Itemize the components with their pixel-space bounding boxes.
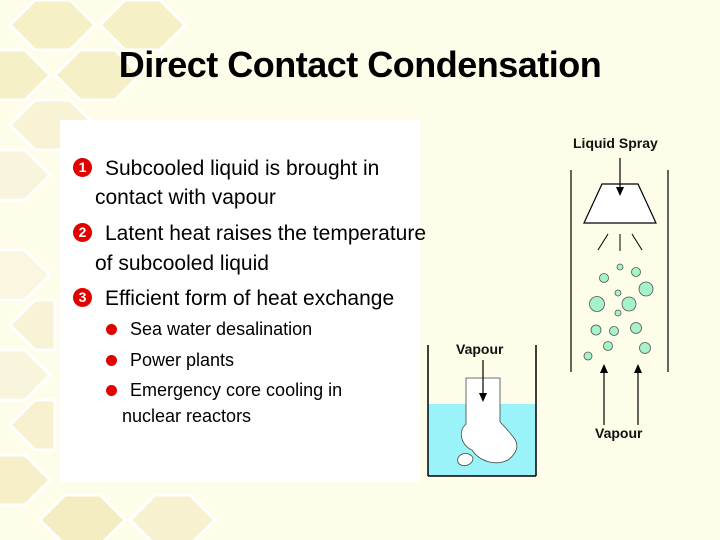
droplet	[603, 341, 613, 351]
application-2-label: Power plants	[130, 350, 235, 370]
droplet	[616, 263, 624, 271]
pool-vapour-arrowhead	[479, 393, 487, 402]
droplet	[609, 326, 619, 336]
droplet	[614, 309, 622, 317]
application-1-bullet	[106, 324, 117, 335]
droplet	[590, 324, 602, 336]
droplet	[621, 296, 637, 312]
point-1-line-1: Subcooled liquid is brought in	[105, 157, 380, 180]
droplet	[631, 267, 641, 277]
application-3-line-2: nuclear reactors	[122, 406, 252, 426]
pool-condensation-diagram	[427, 345, 537, 477]
point-1-number: 1	[73, 158, 92, 177]
droplet	[589, 296, 605, 312]
vapour-bubble	[457, 453, 474, 466]
spray-vapour-label: Vapour	[595, 425, 643, 441]
droplets	[583, 263, 654, 361]
pool-vapour-label: Vapour	[456, 341, 504, 357]
droplet	[583, 351, 593, 361]
application-3-bullet	[106, 385, 117, 396]
slide-title: Direct Contact Condensation	[118, 44, 602, 85]
droplet	[638, 281, 654, 297]
content-panel	[60, 120, 420, 482]
spray-jet-right	[631, 233, 643, 251]
application-2-bullet	[106, 355, 117, 366]
droplet	[630, 322, 642, 334]
point-3-line-1: Efficient form of heat exchange	[105, 287, 395, 310]
point-2-line-2: of subcooled liquid	[95, 252, 269, 275]
spray-vapour-arrowhead-left	[600, 364, 608, 373]
spray-jet-left	[597, 233, 609, 251]
droplet	[639, 342, 651, 354]
spray-vapour-arrowhead-right	[634, 364, 642, 373]
point-3-number: 3	[73, 288, 92, 307]
application-3-line-1: Emergency core cooling in	[130, 380, 343, 400]
liquid-spray-label: Liquid Spray	[573, 135, 658, 151]
spray-condensation-diagram	[570, 158, 669, 425]
droplet	[614, 289, 622, 297]
point-2-line-1: Latent heat raises the temperature	[105, 222, 427, 245]
spray-nozzle	[583, 183, 657, 224]
spray-feed-arrowhead	[616, 187, 624, 196]
droplet	[599, 273, 609, 283]
application-1-label: Sea water desalination	[130, 319, 313, 339]
vapour-plume	[460, 377, 518, 464]
point-1-line-2: contact with vapour	[95, 186, 276, 209]
point-2-number: 2	[73, 223, 92, 242]
